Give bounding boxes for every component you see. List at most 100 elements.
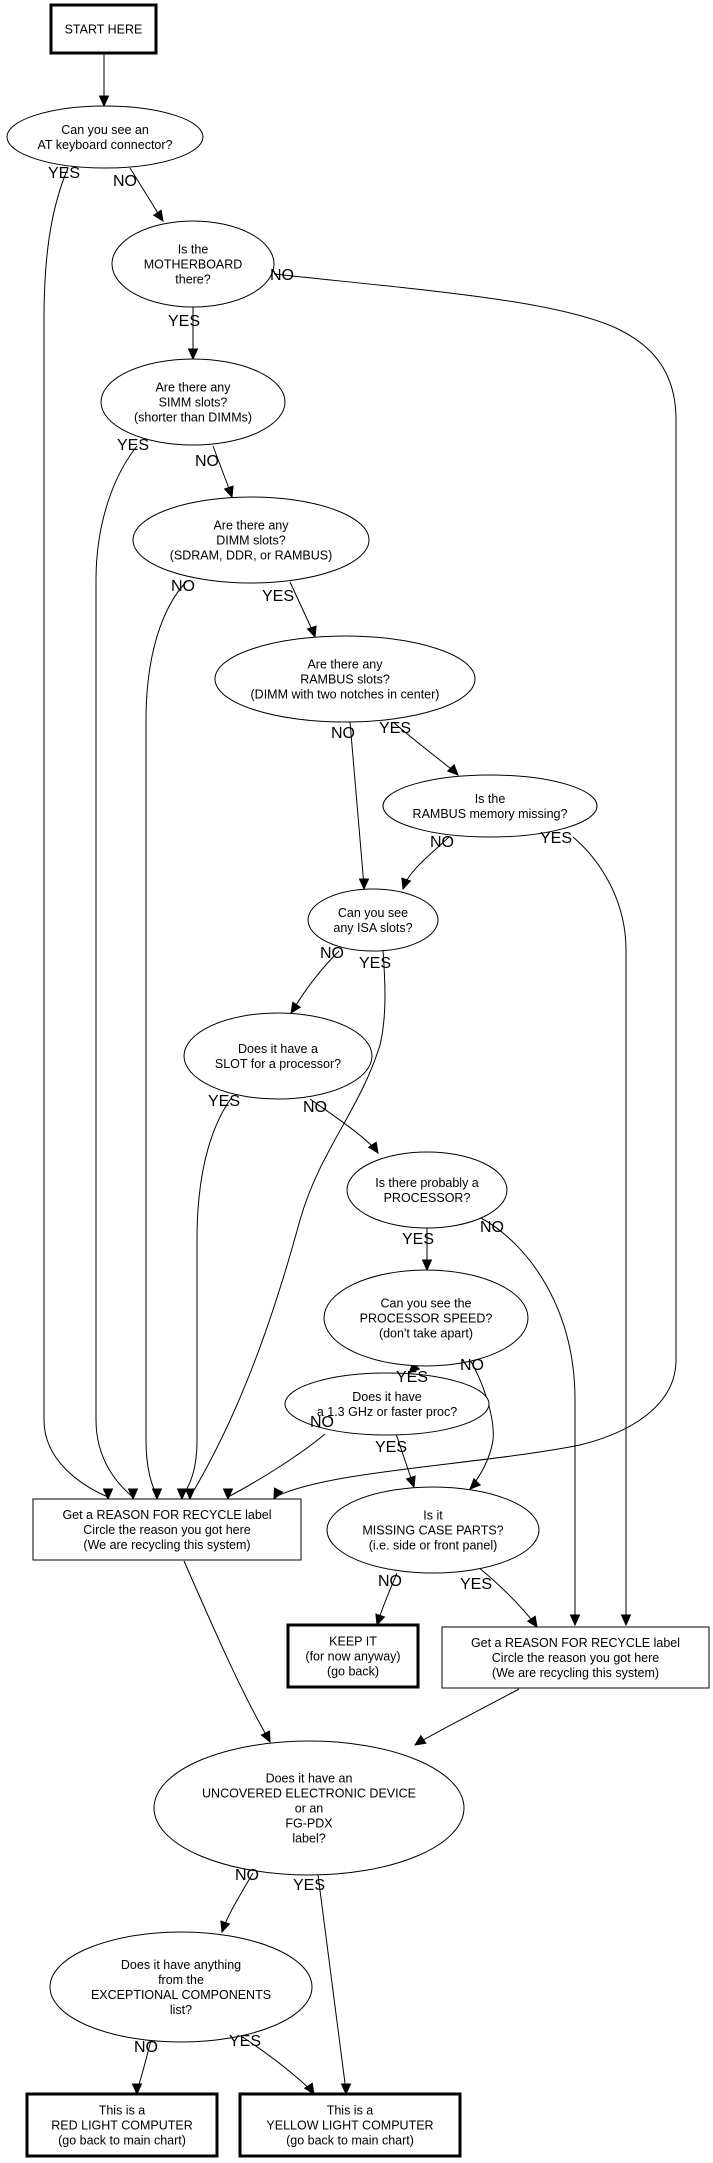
node-text-line: DIMM slots?: [216, 534, 286, 548]
node-ellipse: [326, 1486, 540, 1574]
node-text-line: Can you see: [338, 906, 408, 920]
edge-rambus_missing-to-recycle_right: [572, 836, 632, 1627]
node-text-line: Can you see an: [61, 123, 149, 137]
edge-label-no: NO: [235, 1867, 259, 1884]
edge-label-yes: YES: [460, 1576, 492, 1593]
edge-slot-to-processor: [309, 1098, 379, 1155]
edge-line: [43, 167, 109, 1498]
edge-line: [317, 1874, 347, 2092]
arrowhead: [401, 877, 412, 891]
edge-processor-to-recycle_right: [480, 1217, 581, 1627]
edge-isa-to-recycle_left: [184, 950, 386, 1501]
edge-line: [189, 950, 386, 1498]
node-text-line: Does it have: [352, 1390, 422, 1404]
node-text-line: RAMBUS memory missing?: [413, 807, 568, 821]
node-ellipse: [284, 1372, 490, 1436]
node-text-line: Circle the reason you got here: [83, 1523, 251, 1537]
arrowhead: [367, 1141, 379, 1155]
node-ellipse: [346, 1151, 508, 1229]
edge-label-no: NO: [480, 1219, 504, 1236]
node-ellipse: [132, 496, 370, 584]
node-text-line: PROCESSOR?: [384, 1191, 471, 1205]
node-box: [49, 3, 158, 55]
edge-recycle_right-to-uncovered: [413, 1688, 520, 1746]
edge-line: [468, 1357, 494, 1488]
node-keep-it: KEEP IT(for now anyway)(go back): [286, 1623, 420, 1689]
edge-label-yes: YES: [262, 588, 294, 605]
edge-at_keyboard-to-motherboard: [129, 167, 164, 223]
edge-label-yes: YES: [168, 313, 200, 330]
edge-line: [181, 1096, 233, 1498]
edge-simm-to-dimm: [212, 445, 234, 499]
node-text-line: Are there any: [155, 381, 231, 395]
node-text-line: Get a REASON FOR RECYCLE label: [62, 1508, 271, 1522]
node-ellipse: [382, 774, 598, 838]
edge-label-yes: YES: [48, 165, 80, 182]
node-text-line: This is a: [99, 2104, 146, 2118]
edge-start-to-at_keyboard: [98, 53, 110, 108]
edge-dimm-to-recycle_left: [145, 581, 187, 1501]
node-box: [32, 1498, 302, 1561]
node-text-line: Are there any: [307, 658, 383, 672]
edge-line: [212, 445, 232, 495]
node-text-line: label?: [292, 1832, 325, 1846]
edge-recycle_left-to-uncovered: [183, 1560, 271, 1744]
edge-rambus-to-rambus_missing: [392, 721, 459, 776]
edge-slot-to-recycle_left: [176, 1096, 233, 1501]
node-box: [25, 2092, 219, 2158]
edge-label-no: NO: [195, 453, 219, 470]
node-text-line: (for now anyway): [305, 1650, 400, 1664]
edge-motherboard-to-simm: [187, 307, 199, 361]
node-ellipse: [49, 1931, 313, 2043]
node-text-line: RED LIGHT COMPUTER: [51, 2119, 192, 2133]
edge-exceptional-to-red_light: [131, 2039, 152, 2096]
node-text-line: from the: [158, 1973, 204, 1987]
node-text-line: START HERE: [65, 23, 143, 37]
arrowhead: [421, 1259, 433, 1272]
node-text-line: Is there probably a: [375, 1176, 479, 1190]
arrowhead: [127, 1488, 139, 1501]
edge-label-no: NO: [460, 1357, 484, 1374]
node-start: START HERE: [49, 3, 158, 55]
node-text-line: (i.e. side or front panel): [369, 1539, 498, 1553]
edge-line: [480, 1217, 576, 1622]
arrowhead: [131, 2083, 143, 2096]
arrowhead: [303, 2082, 315, 2096]
edge-label-no: NO: [320, 945, 344, 962]
edge-label-yes: YES: [402, 1231, 434, 1248]
arrowhead: [222, 1488, 234, 1501]
arrowhead: [176, 1488, 188, 1501]
arrowhead: [405, 1475, 416, 1489]
edge-label-no: NO: [331, 725, 355, 742]
node-ellipse: [153, 1740, 465, 1876]
arrowhead: [98, 95, 110, 108]
node-ellipse: [6, 105, 204, 169]
node-text-line: Circle the reason you got here: [492, 1651, 660, 1665]
edge-label-no: NO: [310, 1414, 334, 1431]
edge-line: [417, 1688, 520, 1744]
edge-line: [572, 836, 627, 1620]
edge-label-yes: YES: [375, 1439, 407, 1456]
edge-dimm-to-rambus: [289, 581, 317, 639]
arrowhead: [220, 1920, 231, 1934]
edge-label-no: NO: [171, 578, 195, 595]
node-text-line: there?: [175, 273, 210, 287]
node-text-line: Is it: [423, 1509, 443, 1523]
node-text-line: Does it have anything: [121, 1958, 241, 1972]
node-text-line: Get a REASON FOR RECYCLE label: [471, 1636, 680, 1650]
node-text-line: Does it have an: [266, 1772, 353, 1786]
node-text-line: YELLOW LIGHT COMPUTER: [266, 2119, 433, 2133]
node-text-line: a 1.3 GHz or faster proc?: [317, 1405, 457, 1419]
edge-case_parts-to-recycle_right: [477, 1566, 538, 1629]
